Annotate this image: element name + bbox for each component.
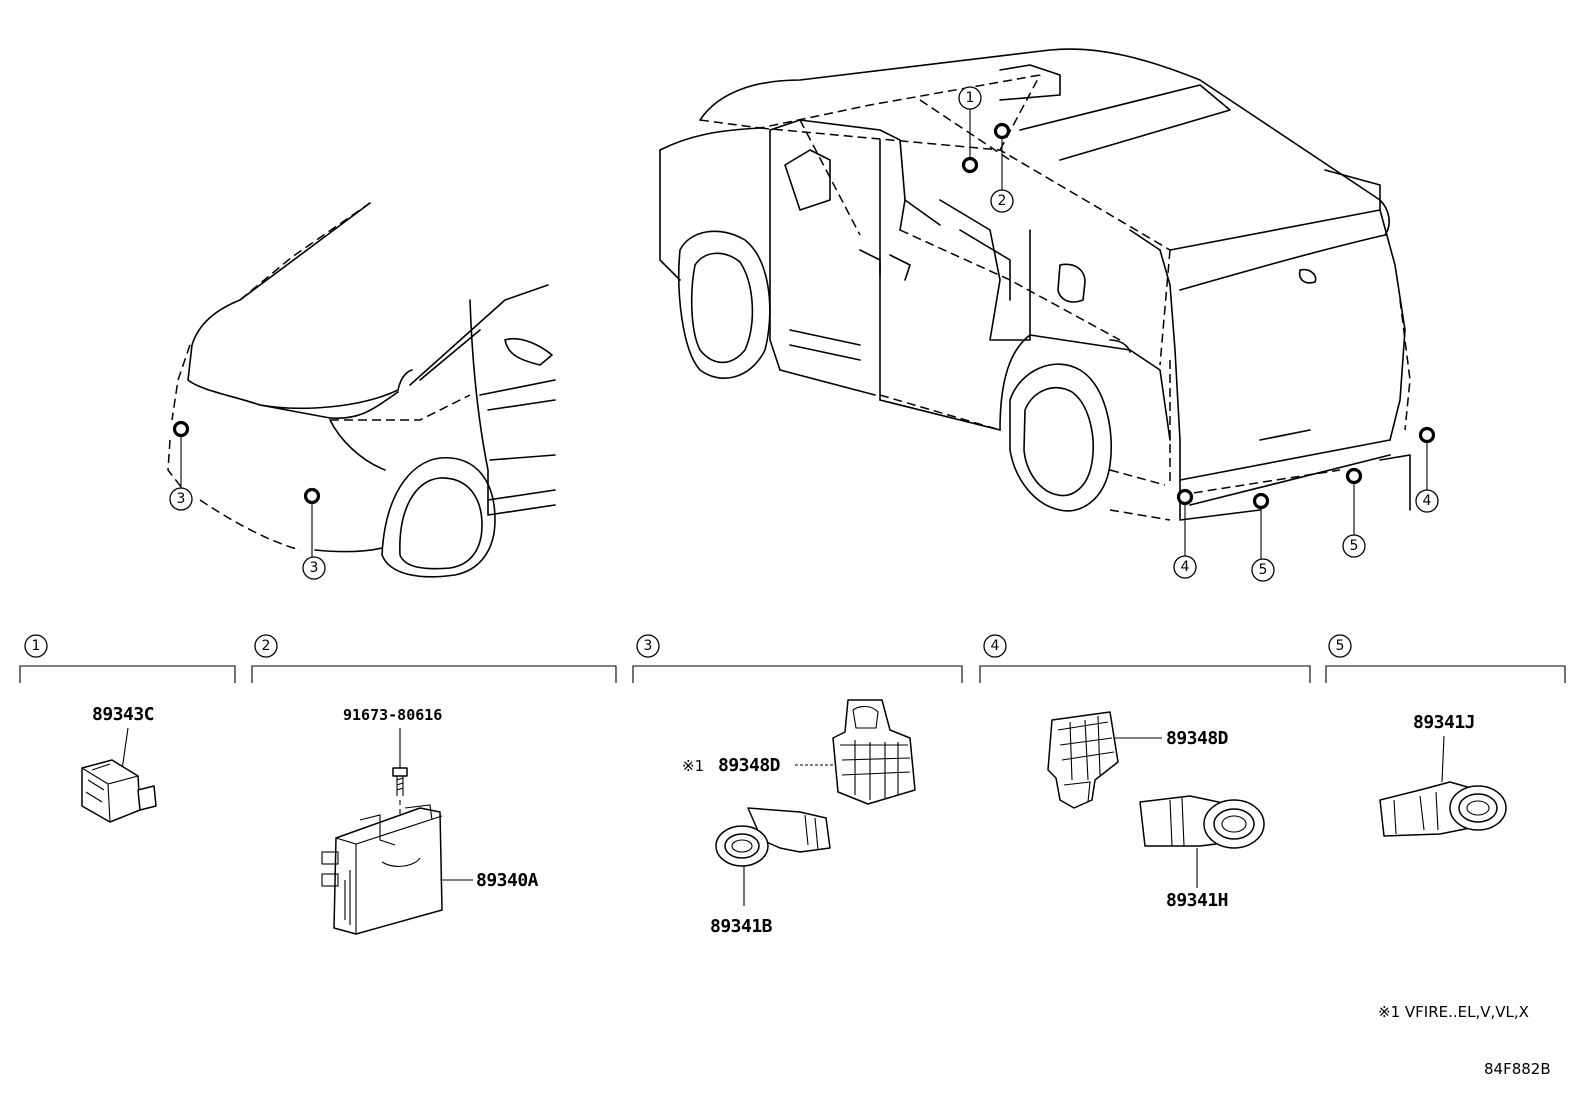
section-2-header: 2 (251, 634, 617, 683)
callout-1-vehicle: 1 (958, 86, 982, 110)
rear-center-sensor-right (1345, 467, 1363, 485)
callout-4-rear-right: 4 (1415, 489, 1439, 513)
section-4-header: 4 (979, 634, 1311, 683)
part-number-89341H: 89341H (1166, 890, 1228, 911)
svg-text:3: 3 (310, 560, 319, 576)
part-number-89341B: 89341B (710, 916, 773, 937)
svg-text:4: 4 (1423, 493, 1432, 509)
front-center-sensor (303, 487, 321, 505)
section-1-header: 1 (19, 634, 236, 683)
parking-assist-ecu-marker (993, 122, 1011, 140)
buzzer-part-image (81, 759, 157, 823)
part-number-89348D-sec4: 89348D (1166, 728, 1229, 749)
rear-vehicle-illustration (659, 48, 1411, 521)
svg-text:3: 3 (644, 638, 653, 654)
rear-corner-sensor-right (1418, 426, 1436, 444)
rear-center-sensor-left (1252, 492, 1270, 510)
sensor-retainer-part-image-sec4 (1047, 711, 1119, 809)
part-number-89341J: 89341J (1413, 712, 1475, 733)
diagram-code: 84F882B (1484, 1060, 1551, 1078)
ultrasonic-sensor-part-image-sec5 (1379, 781, 1507, 837)
bolt-part-image (392, 767, 408, 796)
ecu-part-image (321, 804, 443, 935)
ultrasonic-sensor-part-image-sec3 (715, 807, 831, 867)
sensor-retainer-part-image-sec3 (832, 699, 916, 805)
front-corner-sensor-left (172, 420, 190, 438)
part-number-91673-80616: 91673-80616 (343, 706, 442, 724)
callout-5-rear-left: 5 (1251, 558, 1275, 582)
section-5-header: 5 (1325, 634, 1566, 683)
svg-text:1: 1 (32, 638, 41, 654)
svg-text:4: 4 (991, 638, 1000, 654)
section-3-header: 3 (632, 634, 963, 683)
applicability-footnote: ※1 VFIRE..EL,V,VL,X (1378, 1003, 1529, 1021)
front-vehicle-illustration (167, 202, 556, 578)
svg-text:2: 2 (262, 638, 271, 654)
part-number-89340A: 89340A (476, 870, 539, 891)
part-number-89348D-sec3: 89348D (718, 755, 781, 776)
svg-text:5: 5 (1336, 638, 1345, 654)
svg-text:5: 5 (1350, 538, 1359, 554)
callout-4-rear-left: 4 (1173, 555, 1197, 579)
svg-text:2: 2 (998, 193, 1007, 209)
rear-corner-sensor-left (1176, 488, 1194, 506)
callout-3-front-center: 3 (302, 556, 326, 580)
svg-text:5: 5 (1259, 562, 1268, 578)
svg-text:1: 1 (966, 90, 975, 106)
callout-5-rear-right: 5 (1342, 534, 1366, 558)
footnote-mark: ※1 (682, 757, 704, 775)
clearance-warning-buzzer-marker (961, 156, 979, 174)
svg-text:4: 4 (1181, 559, 1190, 575)
callout-3-front-left: 3 (169, 487, 193, 511)
svg-text:3: 3 (177, 491, 186, 507)
callout-2-vehicle: 2 (990, 189, 1014, 213)
part-number-89343C: 89343C (92, 704, 154, 725)
ultrasonic-sensor-part-image-sec4 (1139, 795, 1265, 849)
